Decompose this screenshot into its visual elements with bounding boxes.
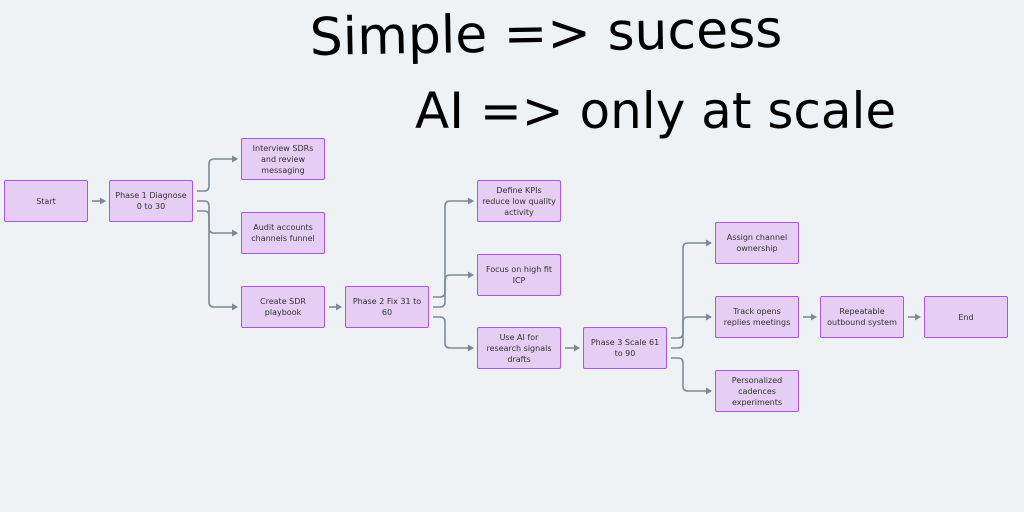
arrowhead-icon (232, 229, 238, 237)
node-p3[interactable]: Phase 3 Scale 61 to 90 (583, 327, 667, 369)
node-p1[interactable]: Phase 1 Diagnose 0 to 30 (109, 180, 193, 222)
edge-p1-to-interview (197, 158, 237, 192)
node-audit[interactable]: Audit accounts channels funnel (241, 212, 325, 254)
arrowhead-icon (468, 344, 474, 352)
node-label: Assign channel ownership (726, 233, 788, 253)
arrowhead-icon (336, 303, 342, 311)
node-track[interactable]: Track opens replies meetings (715, 296, 799, 338)
arrowhead-icon (232, 155, 238, 163)
node-interview[interactable]: Interview SDRs and review messaging (241, 138, 325, 180)
handwritten-annotation: Simple => sucess AI => only at scale (309, 0, 896, 140)
edge-p1-to-playbook (197, 210, 237, 308)
node-label: Repeatable outbound system (827, 307, 897, 327)
node-label: Personalized cadences experiments (731, 375, 783, 407)
arrowhead-icon (232, 303, 238, 311)
node-personal[interactable]: Personalized cadences experiments (715, 370, 799, 412)
node-label: Use AI for research signals drafts (486, 332, 552, 364)
node-p2[interactable]: Phase 2 Fix 31 to 60 (345, 286, 429, 328)
node-assign[interactable]: Assign channel ownership (715, 222, 799, 264)
node-label: Interview SDRs and review messaging (252, 143, 314, 175)
arrowhead-icon (706, 313, 712, 321)
arrowhead-icon (574, 344, 580, 352)
arrowhead-icon (811, 313, 817, 321)
edge-p2-to-icp (433, 274, 473, 308)
node-label: Phase 2 Fix 31 to 60 (352, 297, 422, 317)
node-label: Create SDR playbook (260, 297, 306, 317)
arrowhead-icon (706, 387, 712, 395)
node-ai[interactable]: Use AI for research signals drafts (477, 327, 561, 369)
node-start[interactable]: Start (4, 180, 88, 222)
arrowhead-icon (468, 271, 474, 279)
node-label: Audit accounts channels funnel (251, 223, 315, 243)
node-label: Define KPIs reduce low quality activity (482, 185, 556, 217)
node-label: Start (36, 196, 56, 206)
node-repeat[interactable]: Repeatable outbound system (820, 296, 904, 338)
arrowhead-icon (915, 313, 921, 321)
annotation-line-1: Simple => sucess (309, 0, 783, 68)
node-label: Track opens replies meetings (723, 307, 791, 327)
node-label: Phase 1 Diagnose 0 to 30 (115, 191, 187, 211)
edge-p2-to-kpis (433, 200, 473, 298)
arrowhead-icon (706, 239, 712, 247)
edge-p3-to-assign (671, 242, 711, 339)
edge-p3-to-personal (671, 357, 711, 392)
edge-p2-to-ai (433, 316, 473, 349)
node-playbook[interactable]: Create SDR playbook (241, 286, 325, 328)
node-end[interactable]: End (924, 296, 1008, 338)
node-kpis[interactable]: Define KPIs reduce low quality activity (477, 180, 561, 222)
node-icp[interactable]: Focus on high fit ICP (477, 254, 561, 296)
node-label: Phase 3 Scale 61 to 90 (590, 338, 660, 358)
annotation-line-2: AI => only at scale (415, 82, 896, 140)
node-label: End (958, 312, 974, 322)
arrowhead-icon (468, 197, 474, 205)
node-label: Focus on high fit ICP (485, 265, 553, 285)
edge-p1-to-audit (197, 200, 237, 234)
arrowhead-icon (100, 197, 106, 205)
edge-p3-to-track (671, 316, 711, 349)
